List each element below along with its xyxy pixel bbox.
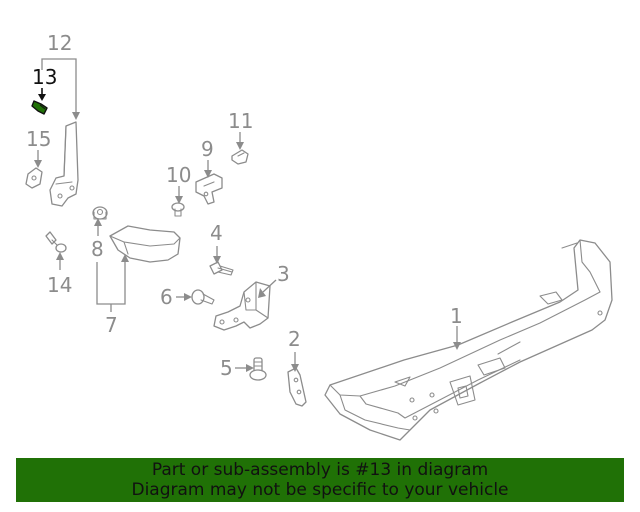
part-notice-banner: Part or sub-assembly is #13 in diagram D… bbox=[16, 458, 624, 502]
part-8-bolt bbox=[92, 206, 108, 220]
part-1-rear-bumper bbox=[324, 239, 613, 441]
part-10-pin bbox=[171, 202, 185, 217]
callout-labels: 1 2 3 4 5 6 7 8 9 10 11 12 13 14 15 bbox=[26, 31, 463, 380]
callout-5: 5 bbox=[220, 356, 233, 380]
callout-6: 6 bbox=[160, 285, 173, 309]
part-2-bracket bbox=[287, 367, 307, 407]
part-12-bracket bbox=[49, 121, 79, 207]
part-13-fastener-highlighted bbox=[31, 100, 48, 115]
callout-7: 7 bbox=[105, 313, 118, 337]
callout-8: 8 bbox=[91, 237, 104, 261]
callout-3: 3 bbox=[277, 262, 290, 286]
part-9-bracket bbox=[195, 173, 223, 205]
callout-2: 2 bbox=[288, 327, 301, 351]
part-15-clip bbox=[25, 167, 43, 189]
leader-lines bbox=[34, 58, 461, 372]
callout-14: 14 bbox=[47, 273, 72, 297]
banner-line-part: Part or sub-assembly is #13 in diagram bbox=[151, 460, 489, 480]
banner-line-disclaimer: Diagram may not be specific to your vehi… bbox=[131, 480, 509, 500]
part-4-bolt bbox=[209, 261, 234, 276]
part-7-end-cap bbox=[109, 225, 181, 263]
callout-1: 1 bbox=[450, 304, 463, 328]
part-3-mounting-bracket bbox=[213, 281, 271, 331]
callout-9: 9 bbox=[201, 137, 214, 161]
part-5-stud bbox=[249, 357, 267, 381]
callout-13-highlighted: 13 bbox=[32, 65, 57, 89]
callout-10: 10 bbox=[166, 163, 191, 187]
callout-12: 12 bbox=[47, 31, 72, 55]
parts-diagram: 1 2 3 4 5 6 7 8 9 10 11 12 13 14 15 bbox=[25, 31, 613, 441]
part-14-bolt bbox=[45, 231, 67, 253]
part-11-clip bbox=[231, 149, 249, 165]
callout-4: 4 bbox=[210, 221, 223, 245]
callout-15: 15 bbox=[26, 127, 51, 151]
part-6-bolt bbox=[191, 289, 215, 305]
callout-11: 11 bbox=[228, 109, 253, 133]
